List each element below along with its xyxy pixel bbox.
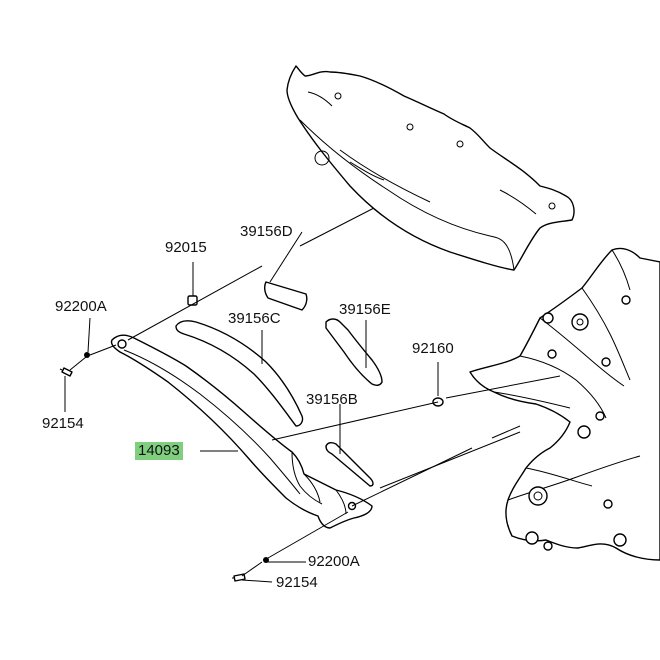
washer-92200A-top (84, 352, 90, 358)
motorcycle-frame (469, 247, 660, 561)
collar-92015 (187, 295, 198, 306)
leader-lines (64, 231, 439, 583)
screw-92154-top (59, 367, 73, 377)
callout-92200A-top: 92200A (55, 298, 107, 315)
callout-92015: 92015 (165, 239, 207, 256)
callout-39156D: 39156D (240, 223, 293, 240)
assembly-lines (69, 207, 561, 577)
callout-92154-bottom: 92154 (276, 574, 318, 591)
pad-39156D (263, 281, 308, 311)
washer-92200A-bottom (263, 557, 269, 563)
callout-92200A-bottom: 92200A (308, 553, 360, 570)
callout-39156C: 39156C (228, 310, 281, 327)
side-cover-14093 (110, 334, 373, 529)
callout-14093[interactable]: 14093 (135, 442, 183, 460)
strip-39156B (325, 441, 374, 487)
callout-39156B: 39156B (306, 391, 358, 408)
strip-39156C (175, 320, 304, 427)
callout-39156E: 39156E (339, 301, 391, 318)
upper-fairing (286, 65, 575, 271)
callout-92154-top: 92154 (42, 415, 84, 432)
pad-39156E (325, 318, 383, 387)
callout-92160: 92160 (412, 340, 454, 357)
